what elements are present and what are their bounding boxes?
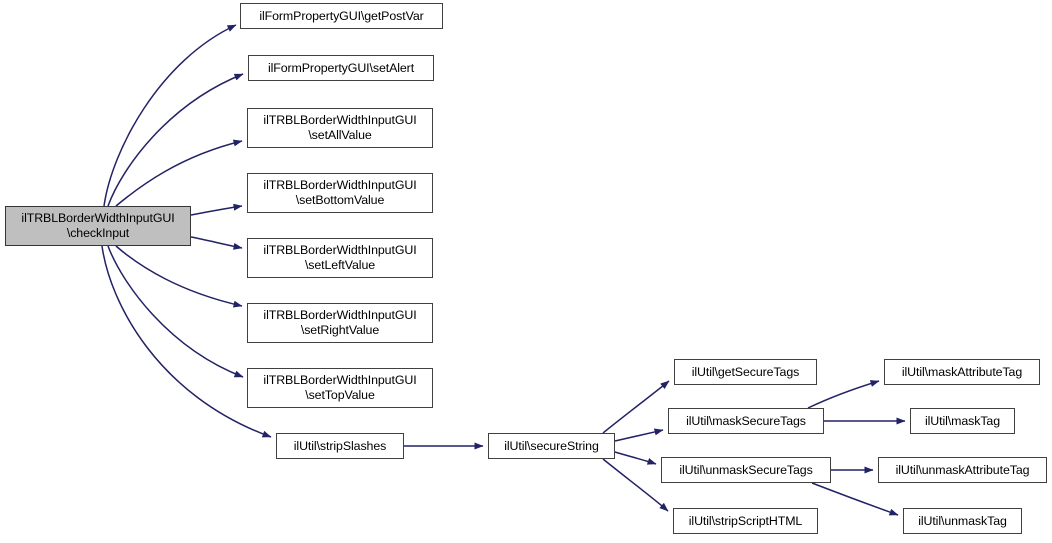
node-unmaskTag[interactable]: ilUtil\unmaskTag (903, 508, 1022, 534)
node-label: ilUtil\secureString (504, 438, 599, 453)
node-maskAttributeTag[interactable]: ilUtil\maskAttributeTag (884, 359, 1040, 385)
edge-checkInput-to-stripSlashes (101, 245, 272, 438)
node-secureString[interactable]: ilUtil\secureString (488, 433, 615, 459)
node-label: ilTRBLBorderWidthInputGUI (263, 373, 417, 387)
node-label: ilUtil\unmaskSecureTags (679, 462, 813, 477)
edge-checkInput-to-setBottomValue (190, 203, 243, 216)
node-label: \checkInput (66, 226, 130, 240)
node-label: \setBottomValue (295, 193, 385, 207)
node-stripSlashes[interactable]: ilUtil\stripSlashes (276, 433, 404, 459)
node-label: \setAllValue (308, 128, 372, 142)
node-label: ilUtil\stripScriptHTML (688, 513, 803, 528)
node-label: ilTRBLBorderWidthInputGUI (263, 243, 417, 257)
edge-checkInput-to-setTopValue (107, 245, 244, 378)
node-label: \setLeftValue (304, 258, 376, 272)
node-getSecureTags[interactable]: ilUtil\getSecureTags (674, 359, 817, 385)
edge-secureString-to-getSecureTags (602, 380, 670, 434)
node-label: ilTRBLBorderWidthInputGUI (263, 178, 417, 192)
node-label: \setTopValue (305, 388, 375, 402)
node-label: ilUtil\maskTag (924, 413, 1001, 428)
node-checkInput[interactable]: ilTRBLBorderWidthInputGUI\checkInput (5, 206, 191, 246)
node-label: ilUtil\stripSlashes (293, 438, 387, 453)
node-maskTag[interactable]: ilUtil\maskTag (910, 408, 1015, 434)
node-label: ilUtil\unmaskAttributeTag (895, 462, 1030, 477)
node-label: \setRightValue (300, 323, 380, 337)
edge-checkInput-to-setAlert (107, 73, 244, 207)
node-setRightValue[interactable]: ilTRBLBorderWidthInputGUI\setRightValue (247, 303, 433, 343)
node-setBottomValue[interactable]: ilTRBLBorderWidthInputGUI\setBottomValue (247, 173, 433, 213)
edge-secureString-to-stripScriptHTML (602, 458, 669, 512)
edge-secureString-to-maskSecureTags (614, 428, 664, 442)
edge-secureString-to-unmaskSecureTags (614, 451, 657, 465)
edge-unmaskSecureTags-to-unmaskTag (811, 482, 899, 516)
node-setLeftValue[interactable]: ilTRBLBorderWidthInputGUI\setLeftValue (247, 238, 433, 278)
edge-maskSecureTags-to-maskAttributeTag (807, 380, 880, 409)
node-label: ilUtil\maskSecureTags (686, 413, 806, 428)
node-label: ilTRBLBorderWidthInputGUI (21, 211, 175, 225)
node-label: ilUtil\maskAttributeTag (901, 364, 1023, 379)
edge-checkInput-to-setLeftValue (190, 236, 243, 250)
node-label: ilTRBLBorderWidthInputGUI (263, 308, 417, 322)
node-unmaskAttributeTag[interactable]: ilUtil\unmaskAttributeTag (878, 457, 1047, 483)
node-label: ilFormPropertyGUI\getPostVar (259, 8, 424, 23)
node-label: ilUtil\getSecureTags (691, 364, 800, 379)
edge-checkInput-to-setRightValue (115, 245, 243, 308)
edge-checkInput-to-setAllValue (115, 139, 243, 207)
node-label: ilFormPropertyGUI\setAlert (267, 60, 415, 75)
edge-checkInput-to-getPostVar (103, 24, 237, 207)
node-getPostVar[interactable]: ilFormPropertyGUI\getPostVar (240, 3, 443, 29)
node-maskSecureTags[interactable]: ilUtil\maskSecureTags (668, 408, 824, 434)
node-stripScriptHTML[interactable]: ilUtil\stripScriptHTML (673, 508, 818, 534)
node-setAlert[interactable]: ilFormPropertyGUI\setAlert (248, 55, 434, 81)
node-unmaskSecureTags[interactable]: ilUtil\unmaskSecureTags (661, 457, 831, 483)
node-setTopValue[interactable]: ilTRBLBorderWidthInputGUI\setTopValue (247, 368, 433, 408)
node-label: ilTRBLBorderWidthInputGUI (263, 113, 417, 127)
node-setAllValue[interactable]: ilTRBLBorderWidthInputGUI\setAllValue (247, 108, 433, 148)
node-label: ilUtil\unmaskTag (918, 513, 1007, 528)
